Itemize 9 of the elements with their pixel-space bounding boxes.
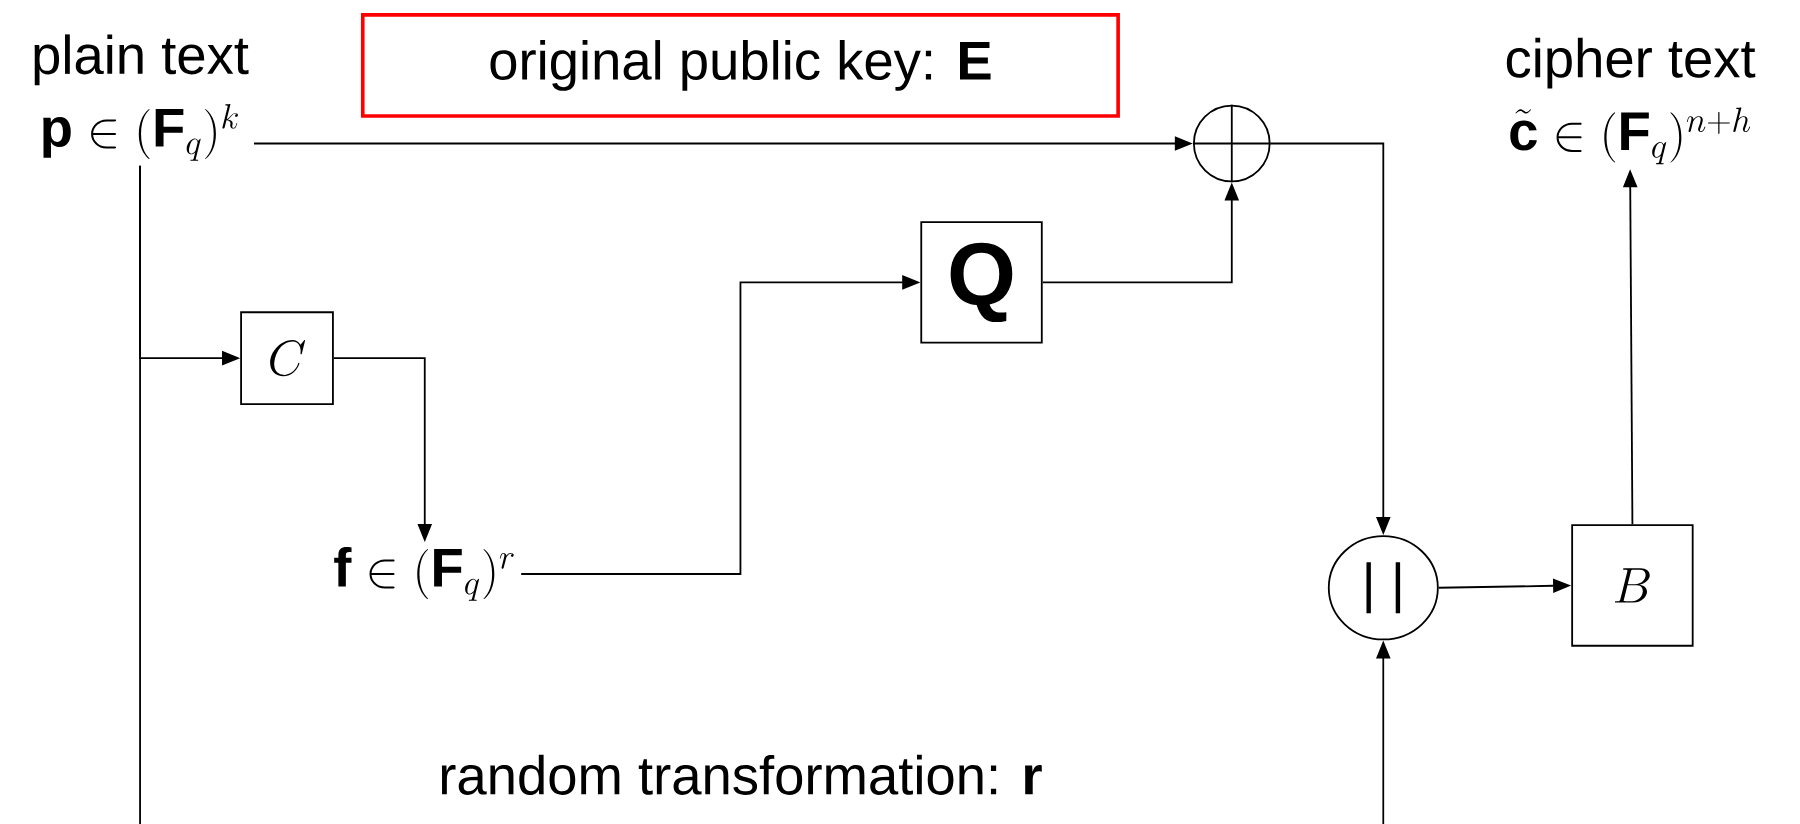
cipher-text-formula: cipher text $\tilde{\mathbf{c}}\in(\mathbf{F}_q)^{n+h}$: [1506, 37, 1756, 165]
xor-circle: [1192, 103, 1272, 184]
vector-formula: $\mathbf{f}\in(\mathbf{F}_q)^r$: [334, 547, 514, 601]
caption-text: random transformation: r: [441, 754, 1042, 795]
key-box: original public key: E: [360, 13, 1120, 118]
plain-text-formula: plain text $\mathbf{p}\in(\mathbf{F}_q)^k$: [34, 34, 249, 161]
matrix-box: $B$: [1571, 524, 1694, 647]
matrix-box: $C$: [240, 311, 334, 405]
matrix-box: $\mathbf{Q}$: [920, 221, 1043, 344]
